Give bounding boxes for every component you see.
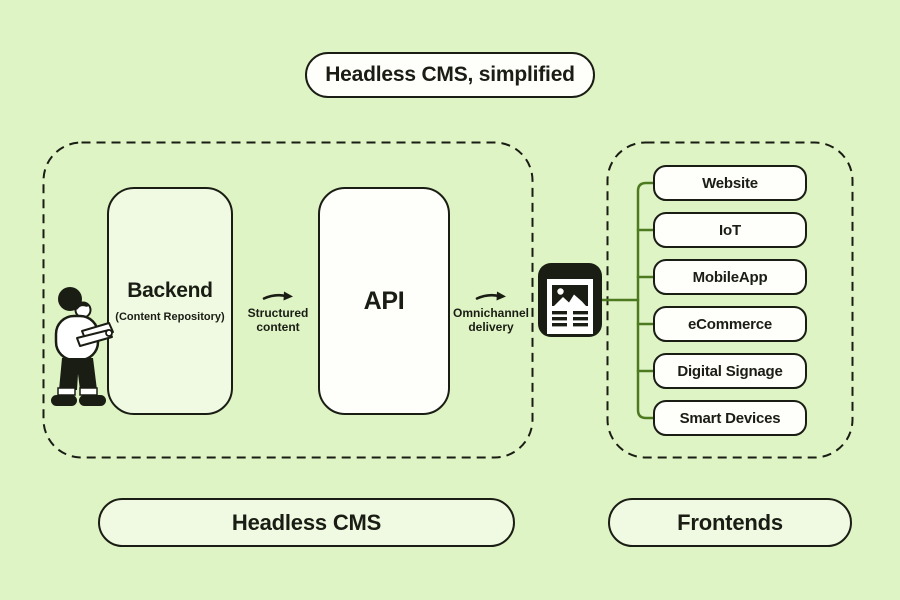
- frontend-box-label: Digital Signage: [677, 362, 783, 380]
- frontend-box-label: eCommerce: [687, 315, 773, 333]
- person-with-laptop-illustration: [51, 287, 114, 406]
- backend-box-subtitle: (Content Repository): [115, 311, 225, 323]
- frontend-box-digital-signage: Digital Signage: [653, 353, 807, 389]
- structured-content-label-line2: content: [256, 320, 300, 335]
- right-arrow-icon: [262, 291, 293, 301]
- api-box-title: API: [363, 286, 405, 315]
- frontend-box-label: MobileApp: [692, 268, 768, 286]
- backend-box-title: Backend: [127, 279, 213, 302]
- diagram-title-pill: Headless CMS, simplified: [305, 52, 595, 98]
- frontend-box-website: Website: [653, 165, 807, 201]
- diagram-title: Headless CMS, simplified: [325, 63, 575, 86]
- webpage-content-icon: [538, 263, 602, 337]
- frontend-box-mobileapp: MobileApp: [653, 259, 807, 295]
- backend-box: Backend (Content Repository): [107, 187, 233, 415]
- structured-content-label-line1: Structured: [247, 306, 309, 320]
- frontend-box-label: Smart Devices: [679, 409, 781, 427]
- right-arrow-icon: [475, 291, 506, 301]
- structured-content-arrow-block: Structured content: [244, 289, 312, 335]
- frontend-box-ecommerce: eCommerce: [653, 306, 807, 342]
- frontend-box-iot: IoT: [653, 212, 807, 248]
- api-box: API: [318, 187, 450, 415]
- frontend-box-smart-devices: Smart Devices: [653, 400, 807, 436]
- omnichannel-delivery-label-line2: delivery: [468, 320, 514, 335]
- omnichannel-delivery-arrow-block: Omnichannel delivery: [452, 289, 530, 335]
- headless-cms-label-pill: Headless CMS: [98, 498, 515, 547]
- omnichannel-delivery-label-line1: Omnichannel: [452, 306, 529, 320]
- frontend-list: Website IoT MobileApp eCommerce Digital …: [653, 165, 807, 436]
- frontends-label-pill: Frontends: [608, 498, 852, 547]
- frontends-label: Frontends: [677, 509, 783, 535]
- frontend-box-label: Website: [702, 174, 758, 192]
- frontend-box-label: IoT: [719, 221, 741, 239]
- headless-cms-label: Headless CMS: [231, 509, 382, 535]
